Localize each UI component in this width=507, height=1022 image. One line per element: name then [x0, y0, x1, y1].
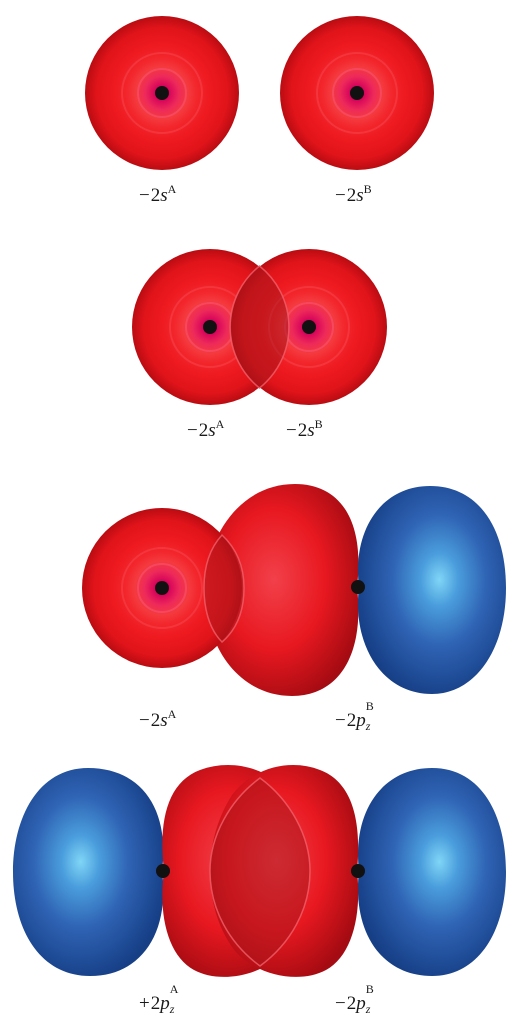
row4-orbitals: [13, 765, 506, 977]
nucleus-a: [203, 320, 217, 334]
orbital-2pz-b-positive-lobe: [358, 486, 506, 694]
row2-label-b: −2sB: [286, 417, 323, 442]
nucleus-b: [302, 320, 316, 334]
orbital-2s-a: [85, 16, 239, 170]
row3-orbitals: [82, 484, 506, 696]
nucleus-b: [350, 86, 364, 100]
orbital-2pz-b-positive-lobe: [358, 768, 506, 976]
row1-label-a: −2sA: [139, 182, 176, 207]
orbital-2pz-a-positive-lobe: [13, 768, 163, 976]
nucleus-a: [155, 86, 169, 100]
row1-label-b: −2sB: [335, 182, 372, 207]
row2-label-a: −2sA: [187, 417, 224, 442]
nucleus-b: [351, 864, 365, 878]
row2-orbitals: [132, 249, 387, 405]
nucleus-a: [155, 581, 169, 595]
nucleus-a: [156, 864, 170, 878]
row1-orbitals: [85, 16, 434, 170]
row3-label-a: −2sA: [139, 707, 176, 732]
orbital-2s-b: [280, 16, 434, 170]
nucleus-b: [351, 580, 365, 594]
